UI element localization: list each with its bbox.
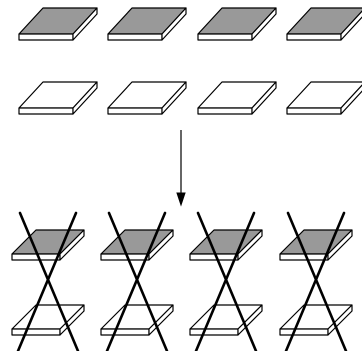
white-plate-1 bbox=[19, 82, 97, 114]
crossed-white-plate-2 bbox=[101, 305, 173, 335]
crossed-white-plate-1 bbox=[12, 305, 84, 335]
crossed-white-plate-3 bbox=[190, 305, 262, 335]
white-plate-3 bbox=[198, 82, 276, 114]
white-plate-2 bbox=[108, 82, 186, 114]
crossed-white-plate-4-front bbox=[280, 329, 328, 335]
crossed-white-plate-2-front bbox=[101, 329, 149, 335]
gray-plate-3 bbox=[198, 8, 276, 40]
crossed-gray-plate-1-front bbox=[12, 254, 60, 260]
white-plate-2-front bbox=[108, 108, 162, 114]
crossed-gray-plate-2-front bbox=[101, 254, 149, 260]
crossed-white-plate-4 bbox=[280, 305, 352, 335]
crossed-column-3 bbox=[190, 213, 262, 351]
crossed-column-1 bbox=[12, 213, 84, 351]
gray-plate-4-front bbox=[287, 34, 341, 40]
white-plate-4 bbox=[287, 82, 362, 114]
white-plate-1-front bbox=[19, 108, 73, 114]
crossed-gray-plate-4-front bbox=[280, 254, 328, 260]
gray-plate-1-front bbox=[19, 34, 73, 40]
crossed-gray-plate-4 bbox=[280, 230, 352, 260]
crossed-gray-plate-3 bbox=[190, 230, 262, 260]
white-plate-4-front bbox=[287, 108, 341, 114]
crossed-plates-group bbox=[12, 213, 352, 351]
crossed-column-4 bbox=[280, 213, 352, 351]
gray-plate-1 bbox=[19, 8, 97, 40]
crossed-column-2 bbox=[101, 213, 173, 351]
down-arrow bbox=[177, 130, 185, 205]
crossed-gray-plate-1 bbox=[12, 230, 84, 260]
gray-plate-2-front bbox=[108, 34, 162, 40]
gray-plate-2 bbox=[108, 8, 186, 40]
gray-plate-4 bbox=[287, 8, 362, 40]
crossed-white-plate-3-front bbox=[190, 329, 238, 335]
white-plate-3-front bbox=[198, 108, 252, 114]
crossed-gray-plate-2 bbox=[101, 230, 173, 260]
gray-plate-3-front bbox=[198, 34, 252, 40]
crossed-gray-plate-3-front bbox=[190, 254, 238, 260]
crossed-white-plate-1-front bbox=[12, 329, 60, 335]
top-plates-group bbox=[19, 8, 362, 114]
arrow-head bbox=[177, 193, 185, 205]
